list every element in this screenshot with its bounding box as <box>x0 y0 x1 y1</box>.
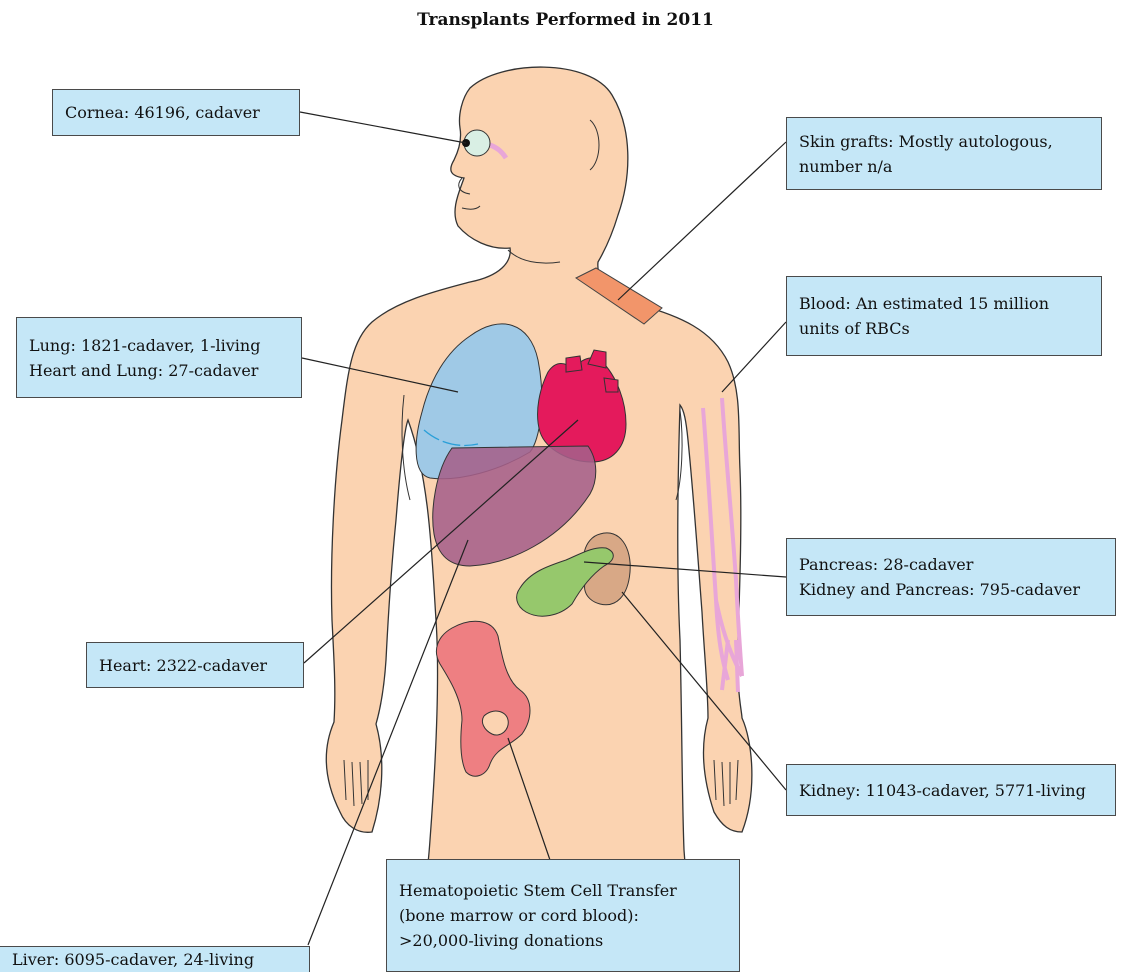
heart-label: Heart: 2322-cadaver <box>99 653 291 678</box>
cornea-label: Cornea: 46196, cadaver <box>65 100 287 125</box>
pancreas-label-line2: Kidney and Pancreas: 795-cadaver <box>799 577 1103 602</box>
callout-lung: Lung: 1821-cadaver, 1-living Heart and L… <box>16 317 302 398</box>
lung-label-line2: Heart and Lung: 27-cadaver <box>29 358 289 383</box>
callout-kidney: Kidney: 11043-cadaver, 5771-living <box>786 764 1116 816</box>
stem-cell-label-line2: (bone marrow or cord blood): <box>399 903 727 928</box>
pancreas-label-line1: Pancreas: 28-cadaver <box>799 552 1103 577</box>
callout-stem-cell: Hematopoietic Stem Cell Transfer (bone m… <box>386 859 740 972</box>
callout-blood: Blood: An estimated 15 million units of … <box>786 276 1102 356</box>
callout-cornea: Cornea: 46196, cadaver <box>52 89 300 136</box>
lung-label-line1: Lung: 1821-cadaver, 1-living <box>29 333 289 358</box>
stem-cell-label-line3: >20,000-living donations <box>399 928 727 953</box>
leader-blood <box>722 322 786 392</box>
leader-skin-grafts <box>618 142 786 300</box>
callout-heart: Heart: 2322-cadaver <box>86 642 304 688</box>
liver-label: Liver: 6095-cadaver, 24-living <box>12 947 297 972</box>
skin-grafts-label-line1: Skin grafts: Mostly autologous, <box>799 129 1089 154</box>
leader-cornea <box>300 112 466 143</box>
skin-grafts-label-line2: number n/a <box>799 154 1089 179</box>
callout-skin-grafts: Skin grafts: Mostly autologous, number n… <box>786 117 1102 190</box>
blood-label-line1: Blood: An estimated 15 million <box>799 291 1089 316</box>
blood-label-line2: units of RBCs <box>799 316 1089 341</box>
kidney-label: Kidney: 11043-cadaver, 5771-living <box>799 778 1103 803</box>
callout-liver: Liver: 6095-cadaver, 24-living <box>0 946 310 972</box>
stem-cell-label-line1: Hematopoietic Stem Cell Transfer <box>399 878 727 903</box>
callout-pancreas: Pancreas: 28-cadaver Kidney and Pancreas… <box>786 538 1116 616</box>
